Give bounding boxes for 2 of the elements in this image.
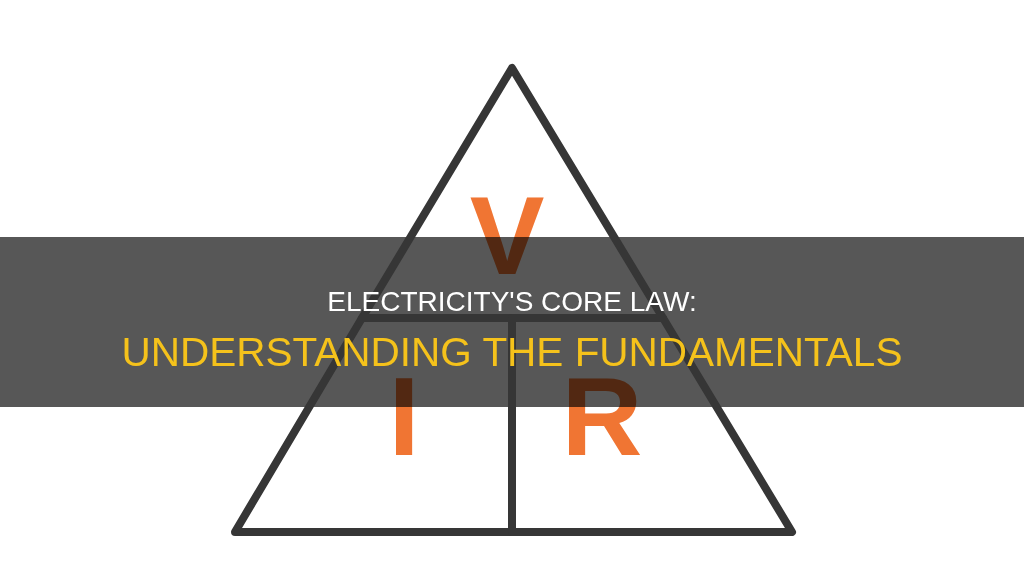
title-text: ELECTRICITY'S CORE LAW:	[327, 286, 697, 319]
subtitle-text: UNDERSTANDING THE FUNDAMENTALS	[121, 329, 903, 376]
